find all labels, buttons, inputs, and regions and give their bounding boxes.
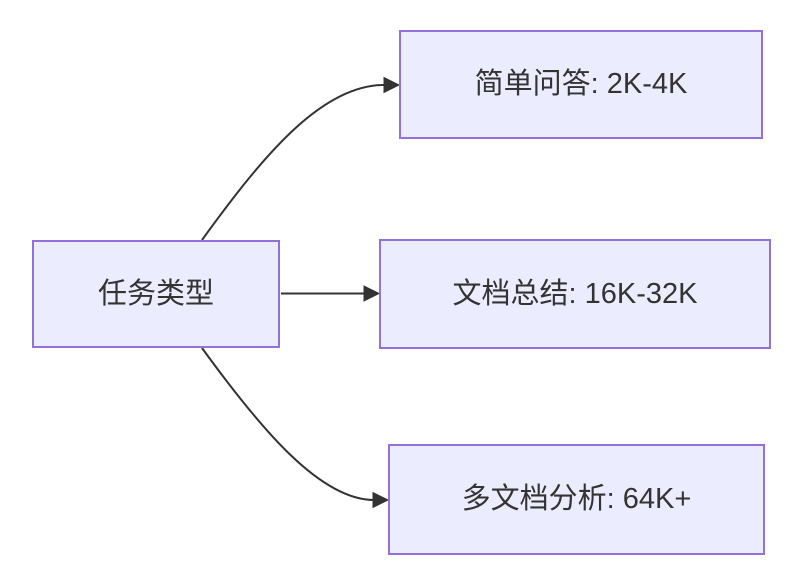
node-multi-doc-label: 多文档分析: 64K+: [461, 483, 692, 516]
edge-root-to-multi-doc: [201, 347, 375, 501]
edge-root-to-simple-qa: [201, 84, 385, 241]
node-multi-doc: 多文档分析: 64K+: [388, 444, 765, 555]
node-simple-qa: 简单问答: 2K-4K: [399, 30, 763, 139]
arrowhead-simple-qa: [383, 76, 401, 94]
arrowhead-multi-doc: [372, 491, 390, 509]
node-doc-summary: 文档总结: 16K-32K: [379, 239, 771, 349]
node-doc-summary-label: 文档总结: 16K-32K: [452, 277, 698, 310]
node-task-type-label: 任务类型: [97, 277, 214, 310]
arrowhead-doc-summary: [363, 285, 381, 302]
node-simple-qa-label: 简单问答: 2K-4K: [474, 68, 688, 101]
node-task-type: 任务类型: [32, 240, 280, 348]
